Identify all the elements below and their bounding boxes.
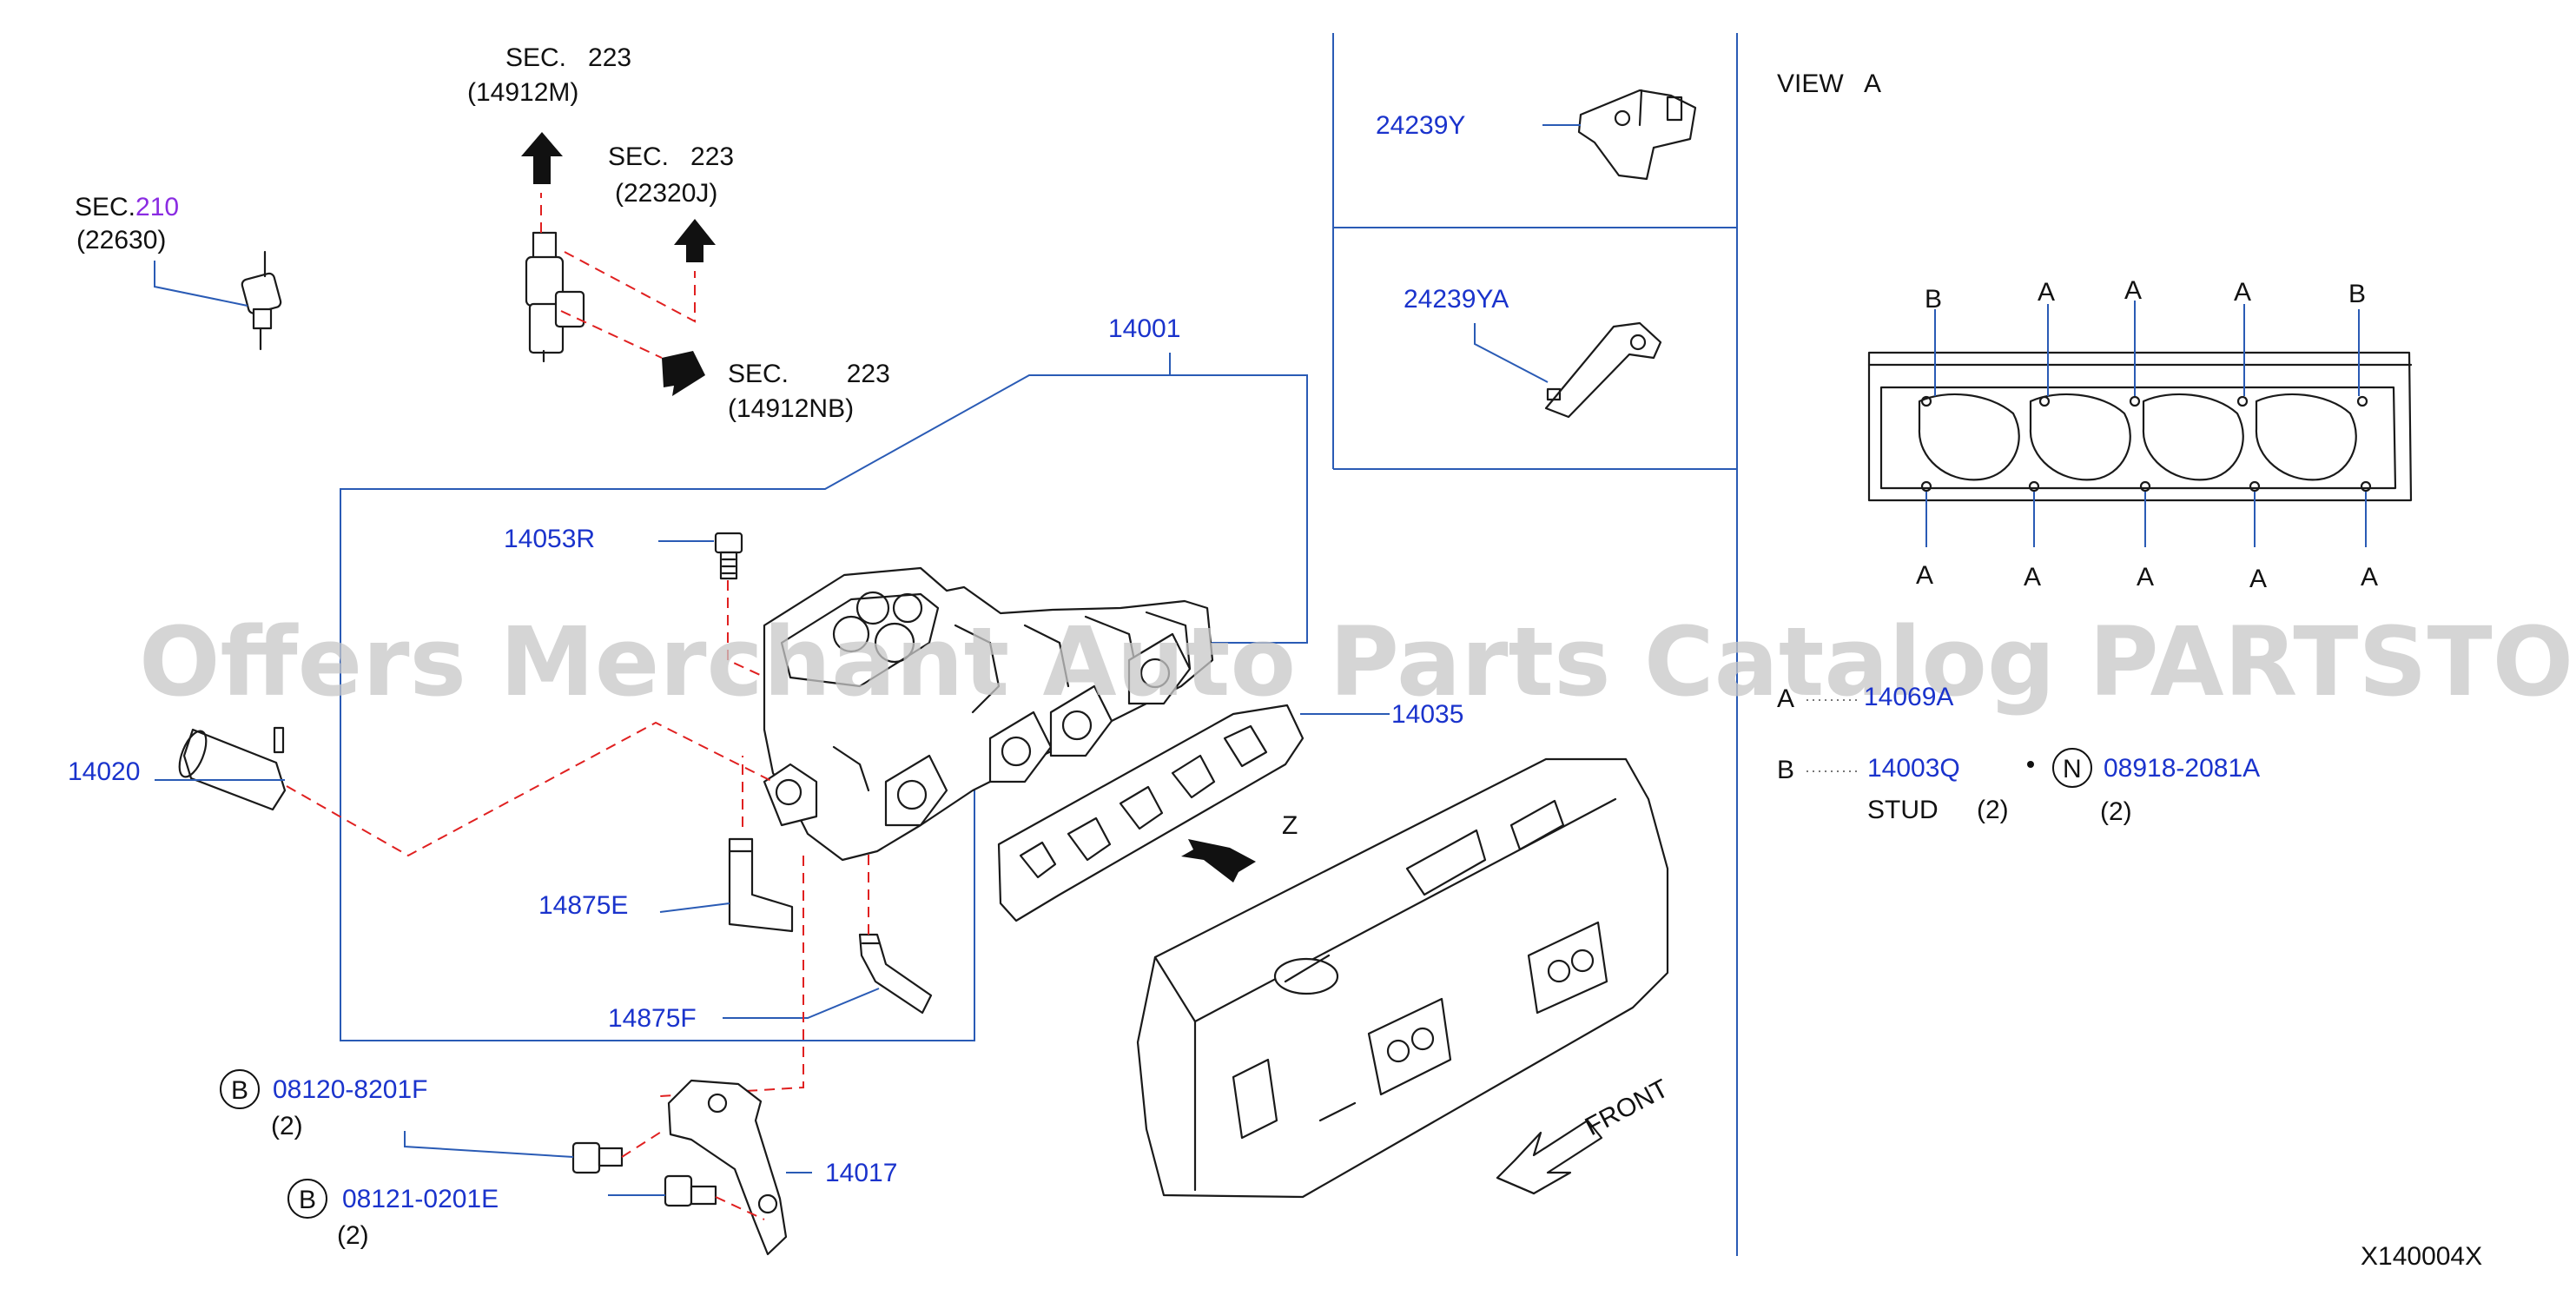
part-14053r-label[interactable]: 14053R	[504, 525, 595, 553]
arrow-up-14912m	[521, 132, 563, 184]
arrow-z	[1181, 839, 1256, 882]
part-24239ya-label[interactable]: 24239YA	[1404, 285, 1509, 314]
part-14035-label[interactable]: 14035	[1391, 700, 1463, 729]
sec-210-part: (22630)	[76, 226, 166, 254]
part-14020-label[interactable]: 14020	[68, 757, 140, 786]
part-14001-label[interactable]: 14001	[1108, 314, 1180, 343]
view-top-label-2: A	[2038, 278, 2055, 307]
view-a-leaders	[1925, 301, 2367, 547]
part-24239y-label[interactable]: 24239Y	[1376, 111, 1465, 140]
legend-n-qty: (2)	[2100, 797, 2132, 826]
legend-b-part[interactable]: 14003Q	[1867, 754, 1960, 783]
diagram-code: X140004X	[2361, 1242, 2482, 1271]
engine-block-drawing	[1136, 757, 1669, 1199]
view-top-label-4: A	[2234, 278, 2251, 307]
sensor-22630-drawing	[241, 250, 282, 351]
view-bottom-label-1: A	[1916, 561, 1933, 590]
bracket-24239y-drawing	[1577, 89, 1697, 181]
arrow-front	[1496, 1119, 1603, 1195]
arrow-front-label: FRONT	[1581, 1074, 1674, 1142]
arrow-right-14912nb	[662, 351, 705, 396]
view-a-head-drawing	[1867, 351, 2413, 502]
arrow-z-label: Z	[1282, 811, 1298, 840]
view-top-label-1: B	[1925, 285, 1942, 314]
sec-223-m-part: (14912M)	[467, 78, 578, 107]
legend-n-part[interactable]: 08918-2081A	[2104, 754, 2260, 783]
sec-223-m-label: SEC. 223	[505, 43, 631, 72]
sec-210-label: SEC.210	[75, 193, 179, 221]
sec-223-j-label: SEC. 223	[608, 142, 734, 171]
legend: A 14069A B 14003Q STUD (2) N 08918-2081A…	[1777, 683, 2260, 826]
panel-dividers	[1332, 33, 1738, 1256]
bracket-24239ya-drawing	[1544, 321, 1662, 419]
bolt-14053r-drawing	[714, 532, 743, 580]
fuel-injector-drawing	[525, 231, 585, 363]
bolt-08120-drawing	[571, 1141, 624, 1174]
sec-223-nb-part: (14912NB)	[728, 394, 854, 423]
view-bottom-label-4: A	[2249, 565, 2267, 593]
gasket-14035-drawing	[997, 704, 1305, 922]
watermark: Offers Merchant Auto Parts Catalog PARTS…	[139, 606, 2576, 717]
bolt-2-qty: (2)	[337, 1221, 369, 1250]
hose-14875f-drawing	[858, 933, 933, 1015]
sec-223-j-part: (22320J)	[615, 179, 717, 208]
bolt-1-marker: B	[231, 1076, 248, 1105]
bolt-08121-drawing	[664, 1174, 717, 1207]
part-14875e-label[interactable]: 14875E	[538, 891, 628, 920]
bolt-callout-1: B 08120-8201F (2)	[220, 1069, 427, 1140]
arrow-up-22320j	[674, 219, 716, 262]
view-top-label-5: B	[2348, 280, 2366, 308]
assembly-frame-14001	[340, 353, 1308, 1041]
intake-manifold-drawing	[763, 566, 1214, 862]
bracket-14017-drawing	[667, 1079, 788, 1256]
legend-b-marker: B	[1777, 756, 1794, 784]
bolt-1-part[interactable]: 08120-8201F	[273, 1075, 427, 1104]
bolt-2-part[interactable]: 08121-0201E	[342, 1185, 499, 1213]
legend-stud: STUD	[1867, 796, 1939, 824]
view-top-label-3: A	[2124, 276, 2142, 305]
legend-n-marker: N	[2063, 755, 2082, 783]
sec-223-nb-label: SEC. 223	[728, 360, 890, 388]
view-a-title: VIEW A	[1777, 69, 1881, 98]
view-bottom-label-2: A	[2024, 563, 2041, 592]
view-bottom-label-5: A	[2361, 563, 2378, 592]
legend-stud-qty: (2)	[1977, 796, 2009, 824]
bolt-callout-2: B 08121-0201E (2)	[287, 1179, 499, 1250]
legend-a-marker: A	[1777, 684, 1794, 713]
part-14875f-label[interactable]: 14875F	[608, 1004, 697, 1033]
view-bottom-label-3: A	[2137, 563, 2154, 592]
bolt-2-marker: B	[299, 1186, 316, 1214]
sensor-14020-drawing	[178, 726, 287, 811]
legend-a-part[interactable]: 14069A	[1864, 683, 1953, 711]
bolt-1-qty: (2)	[271, 1112, 303, 1140]
part-14017-label[interactable]: 14017	[825, 1159, 897, 1187]
hose-14875e-drawing	[728, 837, 794, 933]
